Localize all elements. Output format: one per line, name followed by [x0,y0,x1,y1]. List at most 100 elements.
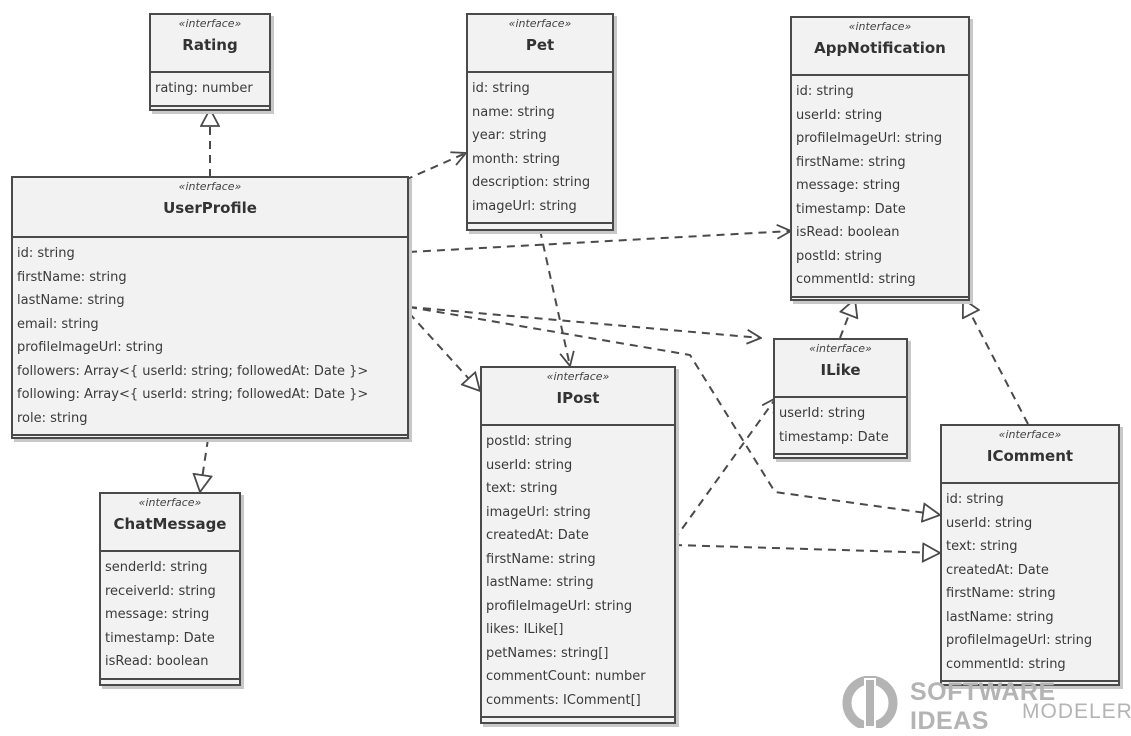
attribute-list: postId: string userId: string text: stri… [482,426,674,718]
logo-text-primary: SOFTWARE IDEAS [910,678,1056,735]
attribute: firstName: string [796,154,906,170]
attribute: commentCount: number [486,669,646,684]
attribute-list: id: string firstName: string lastName: s… [13,238,407,436]
class-name: IPost [556,389,600,407]
edge-ipost-icomment [673,545,940,553]
class-name: ChatMessage [113,515,227,533]
attribute: userId: string [946,515,1033,531]
class-name: UserProfile [163,199,257,217]
attribute: followers: Array<{ userId: string; follo… [17,363,369,379]
attribute: text: string [946,539,1018,554]
attribute: role: string [17,410,88,426]
class-userprofile-header: «interface» UserProfile [13,178,407,238]
attribute: lastName: string [946,609,1054,625]
stereotype-label: «interface» [809,342,872,355]
attribute: comments: IComment[] [486,692,641,708]
operations-compartment [468,224,612,229]
attribute: id: string [796,84,854,99]
software-ideas-logo-icon [842,676,898,728]
operations-compartment [775,455,906,460]
class-name: Rating [182,36,238,54]
class-ipost[interactable]: «interface» IPost postId: string userId:… [480,366,676,724]
attribute: postId: string [796,248,882,264]
class-chatmessage[interactable]: «interface» ChatMessage senderId: string… [99,492,241,686]
attribute: year: string [472,128,547,143]
class-pet-header: «interface» Pet [468,15,612,73]
attribute: createdAt: Date [486,528,589,543]
operations-compartment [792,298,968,303]
class-rating-header: «interface» Rating [151,15,269,73]
attribute-list: userId: string timestamp: Date [775,398,906,455]
class-ipost-header: «interface» IPost [482,368,674,426]
attribute: imageUrl: string [486,504,591,520]
class-name: ILike [820,361,861,379]
attribute: text: string [486,481,558,496]
stereotype-label: «interface» [848,20,912,33]
attribute: email: string [17,316,99,332]
operations-compartment [151,107,269,112]
class-icomment-header: «interface» IComment [942,426,1118,484]
attribute-list: id: string userId: string text: string c… [942,484,1118,682]
edge-userprofile-ilike [408,306,761,338]
attribute: imageUrl: string [472,198,577,214]
class-appnotification[interactable]: «interface» AppNotification id: string u… [790,16,970,301]
attribute: name: string [472,104,555,120]
class-name: AppNotification [814,39,946,57]
attribute: timestamp: Date [105,630,215,646]
attribute: profileImageUrl: string [17,340,164,355]
stereotype-label: «interface» [138,496,202,509]
stereotype-label: «interface» [998,428,1062,441]
attribute: commentId: string [796,272,916,287]
stereotype-label: «interface» [178,180,242,193]
class-rating[interactable]: «interface» Rating rating: number [149,13,271,111]
edge-ilike-appnotification [839,299,855,339]
edge-ipost-ilike [673,398,776,541]
edge-pet-ipost [539,229,570,366]
edge-userprofile-appnotification [408,231,791,253]
attribute: description: string [472,175,591,190]
attribute: rating: number [155,81,253,96]
attribute: userId: string [486,457,573,473]
attribute: id: string [472,81,530,96]
operations-compartment [482,718,674,723]
class-icomment[interactable]: «interface» IComment id: string userId: … [940,424,1120,686]
class-name: Pet [525,36,555,54]
attribute: message: string [796,178,901,193]
class-name: IComment [986,447,1074,465]
class-userprofile[interactable]: «interface» UserProfile id: string first… [11,176,409,439]
attribute: profileImageUrl: string [796,131,943,146]
class-ilike[interactable]: «interface» ILike userId: string timesta… [773,338,908,459]
class-chatmessage-header: «interface» ChatMessage [101,494,239,552]
attribute: id: string [17,246,75,261]
stereotype-label: «interface» [546,370,610,383]
attribute: receiverId: string [105,583,216,599]
attribute: userId: string [796,107,883,123]
edge-icomment-appnotification [963,299,1029,425]
logo-text-secondary: MODELER [1022,700,1131,723]
attribute: petNames: string[] [486,645,609,661]
class-ilike-header: «interface» ILike [775,340,906,398]
edge-userprofile-pet [404,153,466,181]
attribute: profileImageUrl: string [486,598,633,614]
edge-userprofile-icomment [408,306,940,515]
attribute: following: Array<{ userId: string; follo… [17,387,369,402]
attribute: userId: string [779,406,866,421]
attribute: id: string [946,492,1004,507]
class-pet[interactable]: «interface» Pet id: string name: string … [466,13,614,231]
attribute: postId: string [486,434,572,449]
attribute: isRead: boolean [105,654,209,669]
attribute: isRead: boolean [796,225,900,240]
class-appnotification-header: «interface» AppNotification [792,18,968,76]
attribute: lastName: string [17,293,125,308]
operations-compartment [101,680,239,685]
attribute: timestamp: Date [796,201,906,217]
attribute: message: string [105,607,210,622]
edge-userprofile-chatmessage [200,438,208,492]
attribute-list: senderId: string receiverId: string mess… [101,552,239,680]
software-ideas-logo: SOFTWARE IDEAS MODELER [842,676,1131,735]
attribute: firstName: string [17,269,127,285]
attribute: profileImageUrl: string [946,633,1093,648]
attribute: lastName: string [486,575,594,590]
edge-userprofile-ipost [408,312,480,391]
